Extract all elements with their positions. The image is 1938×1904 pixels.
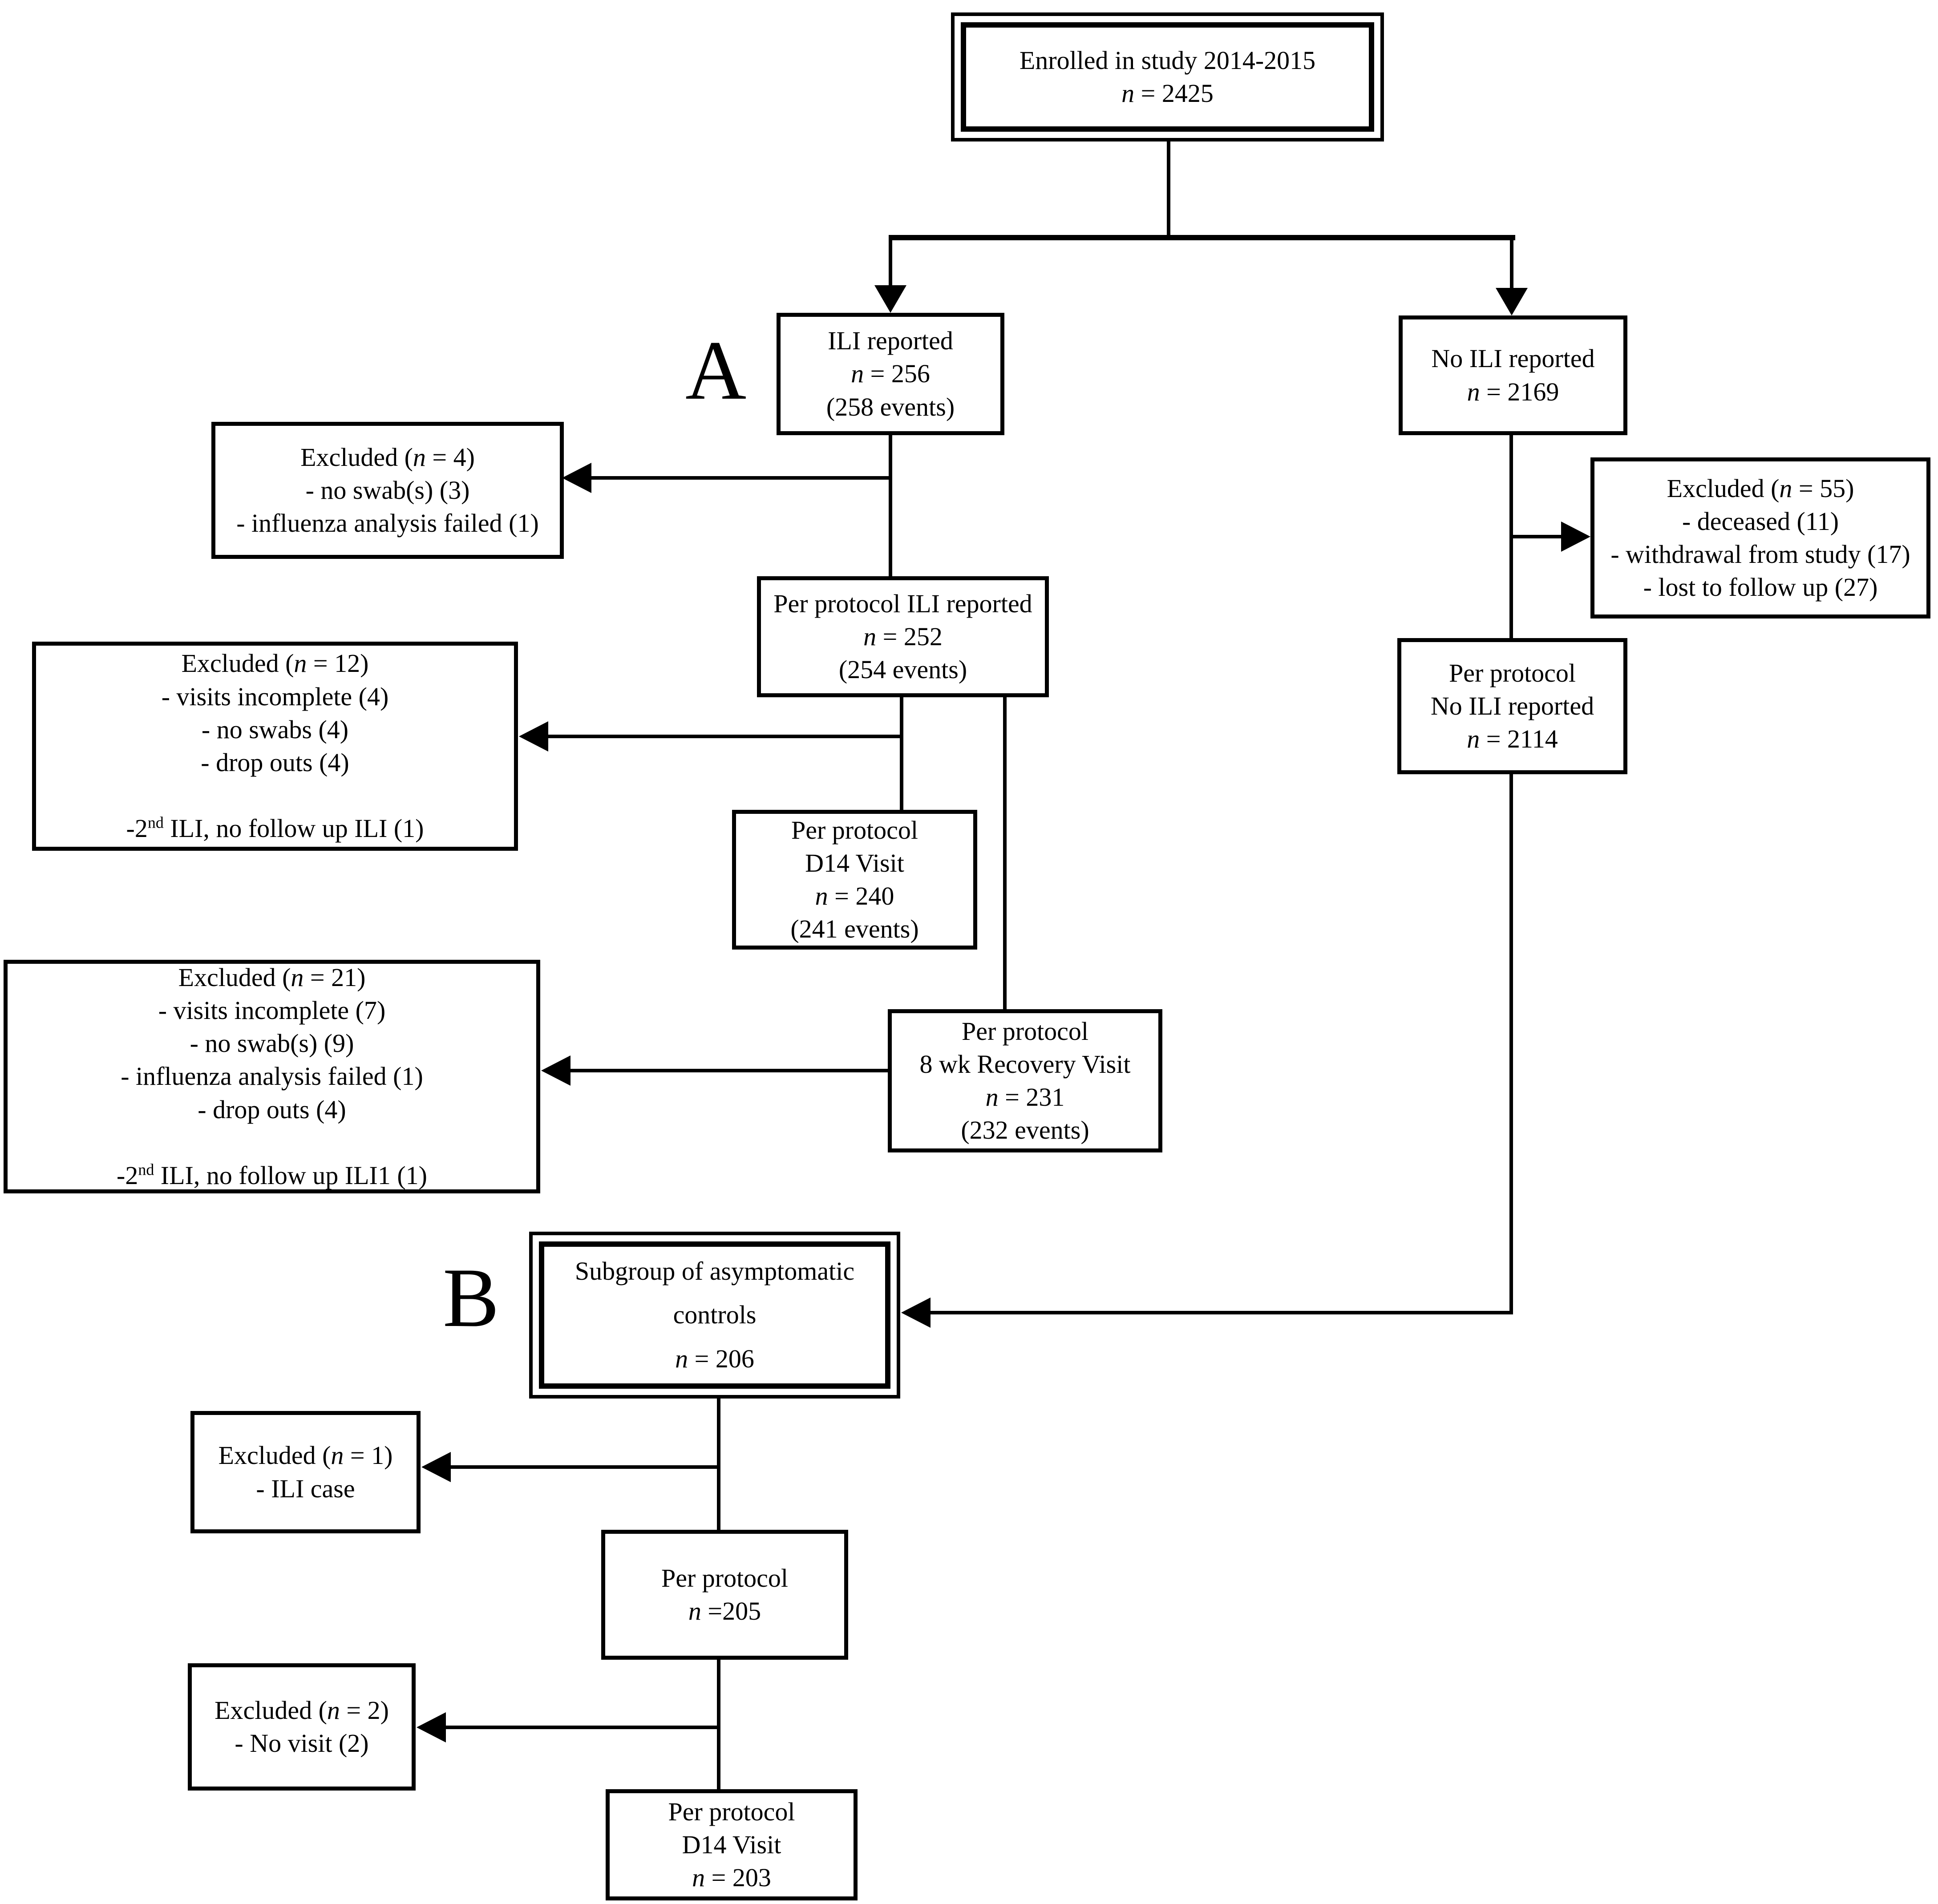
- connector-to-excluded-a1: [590, 476, 892, 480]
- box-excluded-b2-text: Excluded (n = 1)- ILI case: [218, 1441, 393, 1503]
- box-excluded-a1: Excluded (n = 4)- no swab(s) (3)- influe…: [211, 422, 564, 559]
- connector-split-horizontal: [890, 235, 1515, 240]
- arrowhead-into-ili-icon: [874, 285, 906, 313]
- box-excluded-a3-text: Excluded (n = 21)- visits incomplete (7)…: [117, 962, 427, 1190]
- section-a-label: A: [685, 324, 747, 417]
- arrowhead-into-excluded-a1-icon: [562, 463, 591, 493]
- connector-205-to-d14: [717, 1660, 720, 1789]
- connector-to-no-ili: [1510, 235, 1513, 291]
- box-excluded-a1-text: Excluded (n = 4)- no swab(s) (3)- influe…: [236, 442, 539, 538]
- box-excluded-b1: Excluded (n = 55)- deceased (11)- withdr…: [1590, 457, 1930, 618]
- arrowhead-into-subgroup-icon: [901, 1298, 931, 1328]
- connector-subgroup-to-205: [717, 1399, 720, 1530]
- box-excluded-b3: Excluded (n = 2)- No visit (2): [188, 1663, 416, 1791]
- arrowhead-into-excluded-b1-icon: [1561, 521, 1590, 552]
- connector-enrolled-down: [1167, 140, 1170, 239]
- connector-to-excluded-a2: [547, 735, 903, 738]
- arrowhead-into-excluded-a3-icon: [541, 1055, 570, 1086]
- connector-per-protocol-no-ili-down: [1509, 774, 1513, 1314]
- arrowhead-into-excluded-b3-icon: [417, 1712, 446, 1742]
- box-excluded-a2: Excluded (n = 12)- visits incomplete (4)…: [32, 642, 518, 851]
- connector-to-subgroup: [928, 1311, 1513, 1314]
- box-excluded-a3: Excluded (n = 21)- visits incomplete (7)…: [4, 960, 540, 1193]
- connector-per-protocol-to-d14: [900, 697, 903, 810]
- connector-to-ili: [889, 235, 892, 288]
- connector-to-excluded-b2: [449, 1465, 719, 1469]
- connector-to-excluded-a3: [570, 1069, 888, 1072]
- connector-to-excluded-b3: [444, 1726, 719, 1729]
- box-excluded-b3-text: Excluded (n = 2)- No visit (2): [214, 1695, 389, 1758]
- arrowhead-into-no-ili-icon: [1496, 288, 1528, 315]
- box-excluded-b1-text: Excluded (n = 55)- deceased (11)- withdr…: [1610, 473, 1910, 602]
- connector-per-protocol-to-8wk: [1003, 697, 1007, 1009]
- connector-to-excluded-b1: [1511, 535, 1563, 538]
- section-b-label: B: [443, 1251, 499, 1345]
- box-excluded-b2: Excluded (n = 1)- ILI case: [190, 1411, 421, 1533]
- arrowhead-into-excluded-b2-icon: [421, 1452, 451, 1482]
- arrowhead-into-excluded-a2-icon: [519, 721, 548, 752]
- connector-ili-to-per-protocol: [889, 435, 892, 576]
- box-excluded-a2-text: Excluded (n = 12)- visits incomplete (4)…: [126, 649, 424, 843]
